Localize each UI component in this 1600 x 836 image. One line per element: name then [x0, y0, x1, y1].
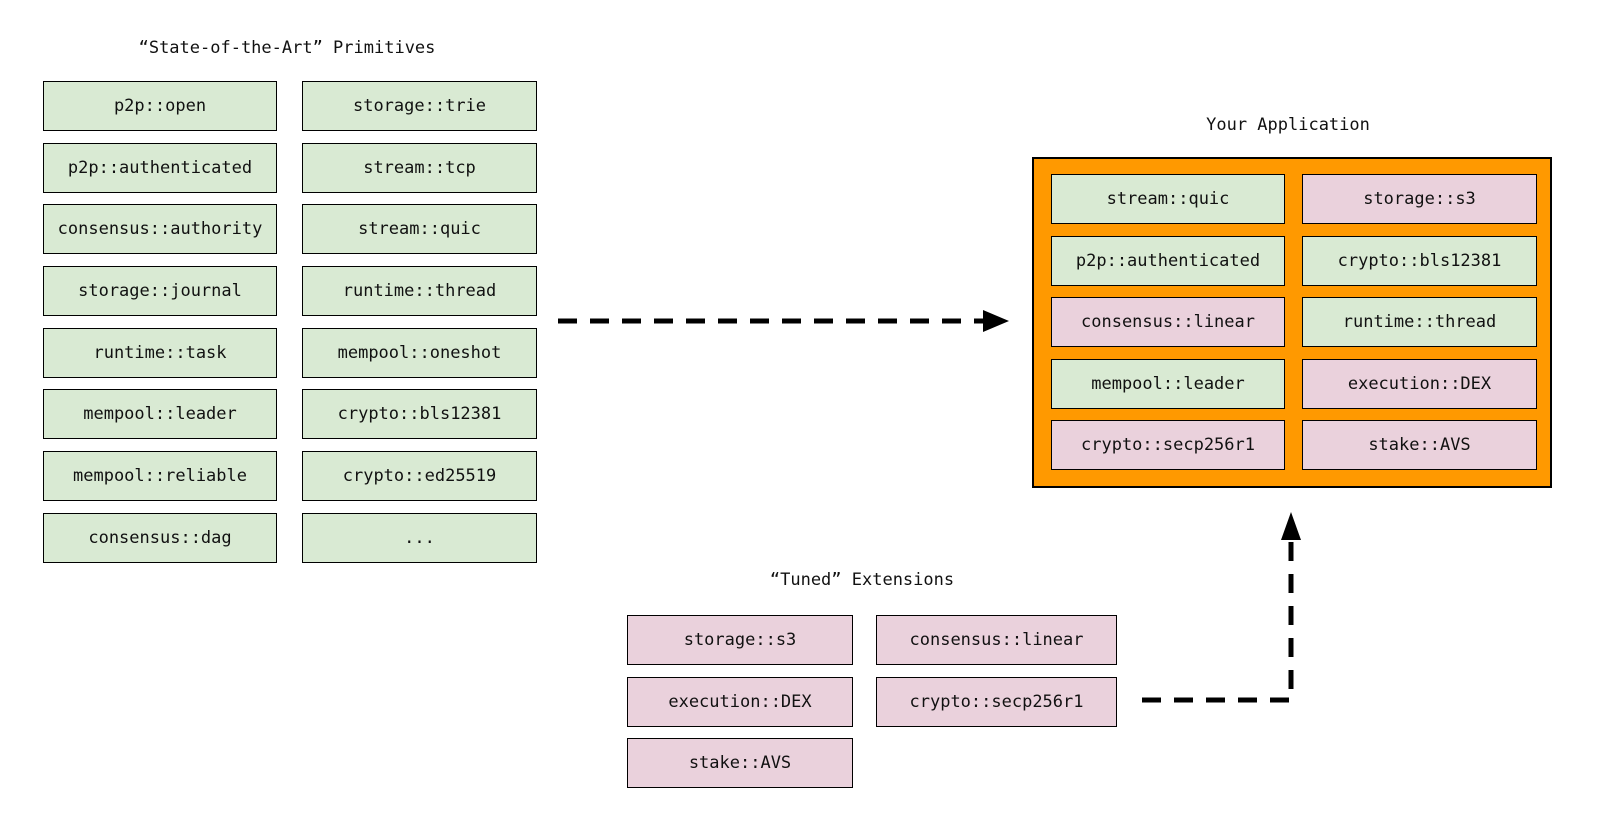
extension-box: execution::DEX [627, 676, 853, 727]
primitive-box: mempool::reliable [43, 451, 277, 502]
application-module-box: execution::DEX [1302, 358, 1537, 409]
application-box: stream::quic storage::s3 p2p::authentica… [1032, 157, 1552, 488]
primitive-box: mempool::leader [43, 389, 277, 440]
application-module-box: p2p::authenticated [1051, 235, 1285, 286]
arrowhead-up-icon [1281, 512, 1301, 540]
arrowhead-right-icon [983, 310, 1009, 332]
primitive-box: runtime::thread [302, 266, 537, 317]
primitive-box: crypto::bls12381 [302, 389, 537, 440]
primitive-box-ellipsis: ... [302, 512, 537, 563]
primitive-box: p2p::open [43, 81, 277, 131]
primitive-box: stream::quic [302, 204, 537, 255]
primitive-box: storage::journal [43, 266, 277, 317]
application-module-box: storage::s3 [1302, 174, 1537, 224]
extension-box: storage::s3 [627, 615, 853, 665]
application-module-box: crypto::bls12381 [1302, 235, 1537, 286]
extension-box: consensus::linear [876, 615, 1117, 665]
primitive-box: consensus::dag [43, 512, 277, 563]
primitive-box: storage::trie [302, 81, 537, 131]
extension-box: crypto::secp256r1 [876, 676, 1117, 727]
application-module-box: mempool::leader [1051, 358, 1285, 409]
extensions-title: “Tuned” Extensions [769, 570, 955, 590]
application-module-box: crypto::secp256r1 [1051, 420, 1285, 470]
primitive-box: crypto::ed25519 [302, 451, 537, 502]
primitives-to-application-arrow [558, 310, 1009, 332]
application-module-box: stake::AVS [1302, 420, 1537, 470]
primitive-box: mempool::oneshot [302, 327, 537, 378]
application-module-box: consensus::linear [1051, 297, 1285, 347]
primitives-grid: p2p::open storage::trie p2p::authenticat… [43, 81, 537, 563]
application-module-box: stream::quic [1051, 174, 1285, 224]
primitive-box: p2p::authenticated [43, 142, 277, 193]
primitive-box: stream::tcp [302, 142, 537, 193]
extensions-to-application-arrow [1142, 512, 1301, 703]
primitive-box: runtime::task [43, 327, 277, 378]
primitive-box: consensus::authority [43, 204, 277, 255]
extension-box: stake::AVS [627, 738, 853, 788]
primitives-title: “State-of-the-Art” Primitives [138, 38, 436, 58]
application-title: Your Application [1206, 115, 1370, 135]
application-module-box: runtime::thread [1302, 297, 1537, 347]
extensions-grid: storage::s3 consensus::linear execution:… [627, 615, 1117, 788]
